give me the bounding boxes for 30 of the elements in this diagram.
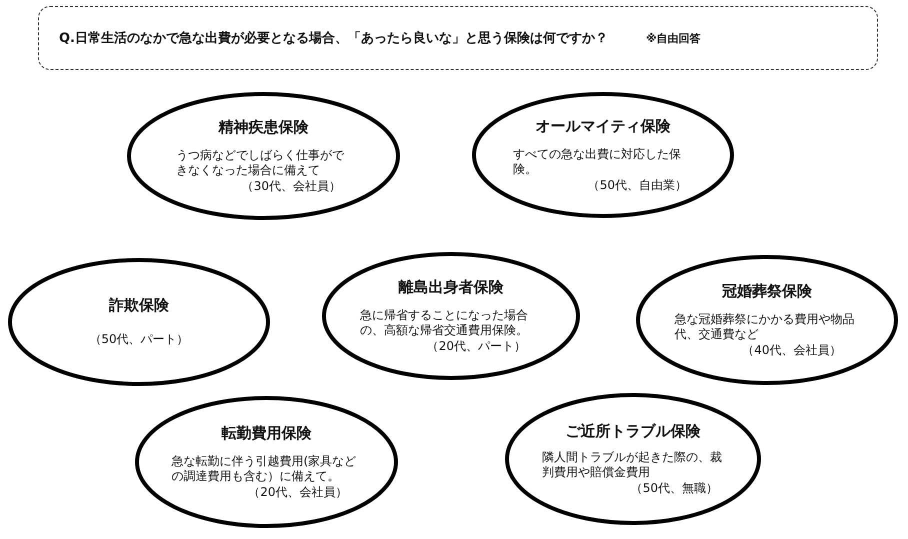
description-text: 急に帰省することになった場合の、高額な帰省交通費用保険。 bbox=[360, 308, 529, 339]
respondent-info: （30代、会社員） bbox=[240, 178, 342, 194]
respondent-info: （50代、パート） bbox=[88, 332, 190, 348]
ellipse-node bbox=[8, 258, 270, 386]
description-text: 急な冠婚葬祭にかかる費用や物品代、交通費など bbox=[674, 312, 856, 343]
description-text: すべての急な出費に対応した保険。 bbox=[513, 146, 682, 178]
insurance-title: 精神疾患保険 bbox=[217, 118, 310, 136]
note-text: ※自由回答 bbox=[646, 30, 701, 46]
description-text: 急な転勤に伴う引越費用(家具などの調達費用も含む）に備えて。 bbox=[172, 454, 358, 485]
ellipse-node bbox=[135, 396, 398, 528]
respondent-info: （50代、無職） bbox=[630, 480, 719, 496]
respondent-info: （40代、会社員） bbox=[741, 342, 842, 358]
question-box bbox=[38, 6, 878, 70]
insurance-title: オールマイティ保険 bbox=[534, 116, 672, 135]
respondent-info: （20代、会社員） bbox=[247, 484, 348, 500]
insurance-title: 詐欺保険 bbox=[108, 296, 170, 314]
ellipse-node bbox=[505, 393, 761, 525]
ellipse-node bbox=[636, 255, 898, 385]
respondent-info: （50代、自由業） bbox=[586, 178, 688, 194]
insurance-title: ご近所トラブル保険 bbox=[564, 422, 702, 440]
ellipse-node bbox=[322, 252, 580, 380]
respondent-info: （20代、パート） bbox=[426, 338, 527, 354]
description-text: 隣人間トラブルが起きた際の、裁判費用や賠償金費用 bbox=[542, 450, 723, 481]
insurance-title: 冠婚葬祭保険 bbox=[721, 282, 813, 300]
question-text: Q.日常生活のなかで急な出費が必要となる場合、「あったら良いな」と思う保険は何ですか？ bbox=[59, 30, 608, 47]
insurance-title: 転勤費用保険 bbox=[220, 424, 312, 442]
insurance-title: 離島出身者保険 bbox=[398, 278, 504, 296]
ellipse-node bbox=[472, 92, 734, 218]
ellipse-node bbox=[127, 92, 400, 220]
description-text: うつ病などでしばらく仕事ができなくなった場合に備えて bbox=[176, 148, 346, 179]
